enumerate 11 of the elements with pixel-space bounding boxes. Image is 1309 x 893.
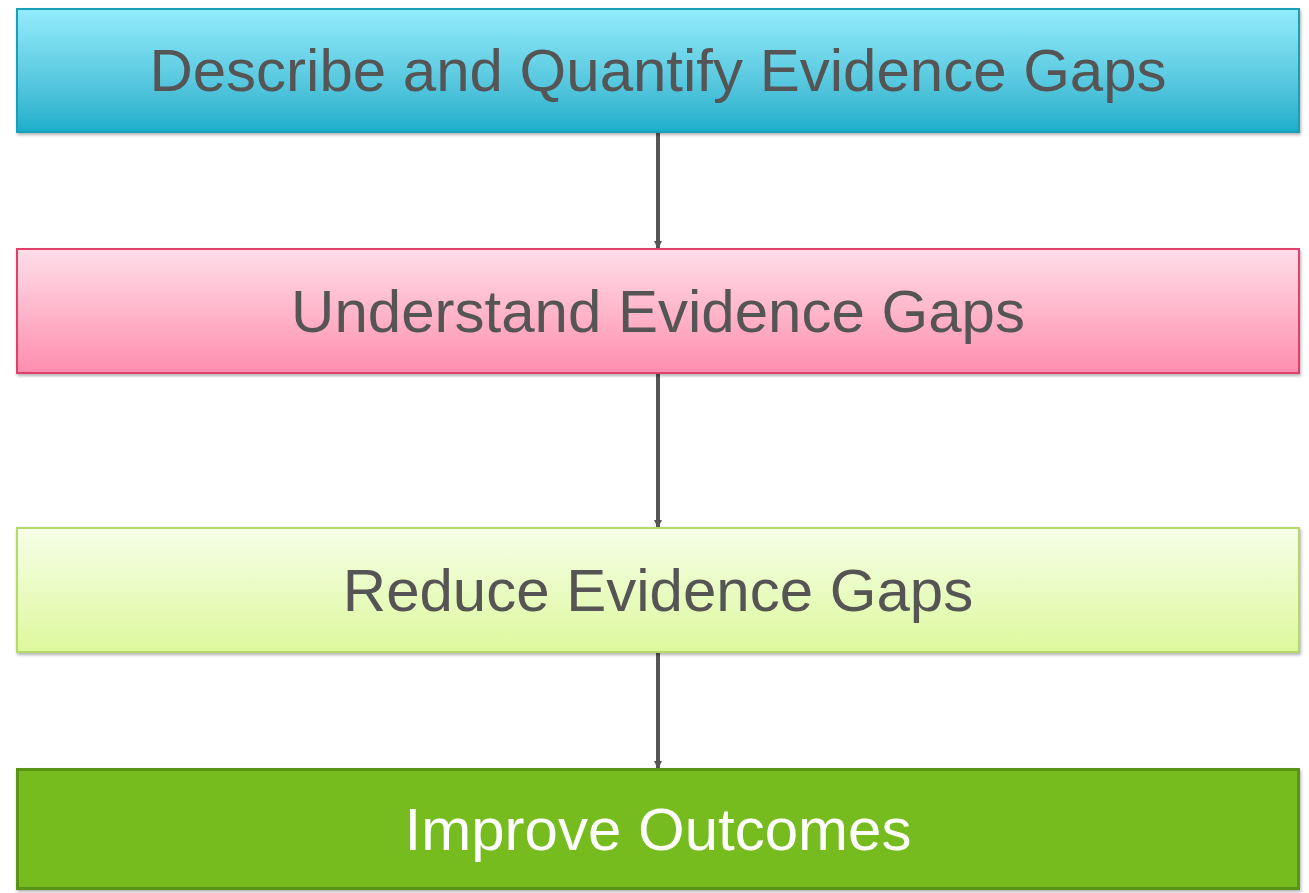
box-label: Improve Outcomes bbox=[404, 794, 912, 865]
box-label: Understand Evidence Gaps bbox=[291, 276, 1025, 347]
process-box bbox=[16, 527, 1300, 653]
box-label: Reduce Evidence Gaps bbox=[342, 555, 974, 626]
process-box bbox=[16, 768, 1300, 890]
arrow bbox=[654, 133, 662, 249]
arrow bbox=[654, 653, 662, 769]
arrow bbox=[654, 374, 662, 528]
process-box bbox=[16, 8, 1300, 133]
process-box bbox=[16, 248, 1300, 374]
box-label: Describe and Quantify Evidence Gaps bbox=[149, 36, 1167, 106]
